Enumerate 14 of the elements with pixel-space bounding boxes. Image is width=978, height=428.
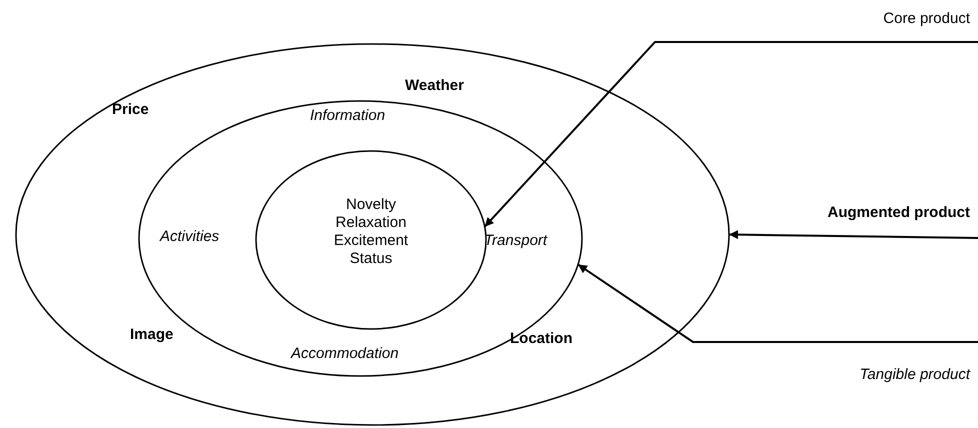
service-label: Information [310,107,386,125]
factor-label: Image [130,326,174,344]
core-product-label: Core product [883,10,970,28]
augmented-product-label: Augmented product [828,204,970,222]
leader-arrow [484,41,978,228]
service-label: Accommodation [291,345,399,363]
factor-label: Location [510,330,572,348]
leader-arrow [577,264,978,343]
leader-arrow [728,230,978,240]
factor-label: Price [112,101,149,119]
factor-label: Weather [405,77,464,95]
service-label: Activities [160,228,220,246]
tangible-product-label: Tangible product [860,366,970,384]
benefit-text: Novelty Relaxation Excitement Status [332,196,410,268]
